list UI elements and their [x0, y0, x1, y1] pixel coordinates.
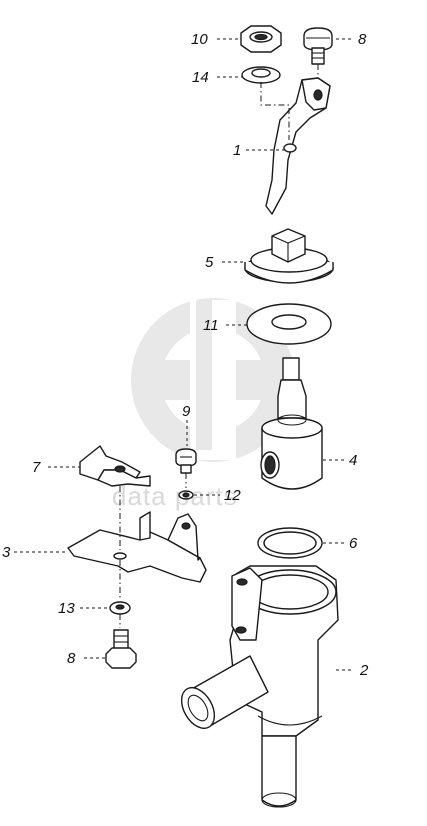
- callout-11: 11: [203, 317, 219, 334]
- part-11-washer: [246, 303, 332, 345]
- callout-14: 14: [192, 69, 209, 86]
- part-9-screw: [175, 448, 197, 474]
- callout-5: 5: [205, 254, 214, 271]
- part-6-o-ring: [257, 527, 323, 559]
- part-10-nut: [240, 25, 282, 53]
- part-3-bracket: [67, 511, 207, 583]
- callout-7: 7: [32, 459, 41, 476]
- part-8-bolt-top: [303, 27, 333, 65]
- part-8-bolt-bottom: [105, 629, 137, 669]
- callout-8-bottom: 8: [67, 650, 76, 667]
- part-1-lever: [265, 77, 331, 215]
- part-13-washer: [109, 601, 131, 615]
- watermark-text: data parts: [112, 481, 238, 511]
- part-12-washer: [178, 490, 194, 500]
- callout-leaders: [14, 38, 354, 671]
- callout-3: 3: [2, 544, 11, 561]
- part-7-clamp: [79, 445, 151, 487]
- callout-10: 10: [191, 31, 208, 48]
- callout-12: 12: [224, 487, 241, 504]
- callout-8-top: 8: [358, 31, 367, 48]
- callout-13: 13: [58, 600, 75, 617]
- part-2-body: [180, 565, 339, 808]
- callout-2: 2: [359, 662, 369, 679]
- callout-4: 4: [349, 452, 357, 469]
- callout-1: 1: [233, 142, 241, 159]
- part-4-plug: [260, 357, 323, 490]
- part-14-washer: [241, 66, 281, 84]
- callout-6: 6: [349, 535, 358, 552]
- watermark-logo: [131, 298, 295, 462]
- callout-9: 9: [182, 403, 191, 420]
- part-5-cap: [244, 228, 334, 284]
